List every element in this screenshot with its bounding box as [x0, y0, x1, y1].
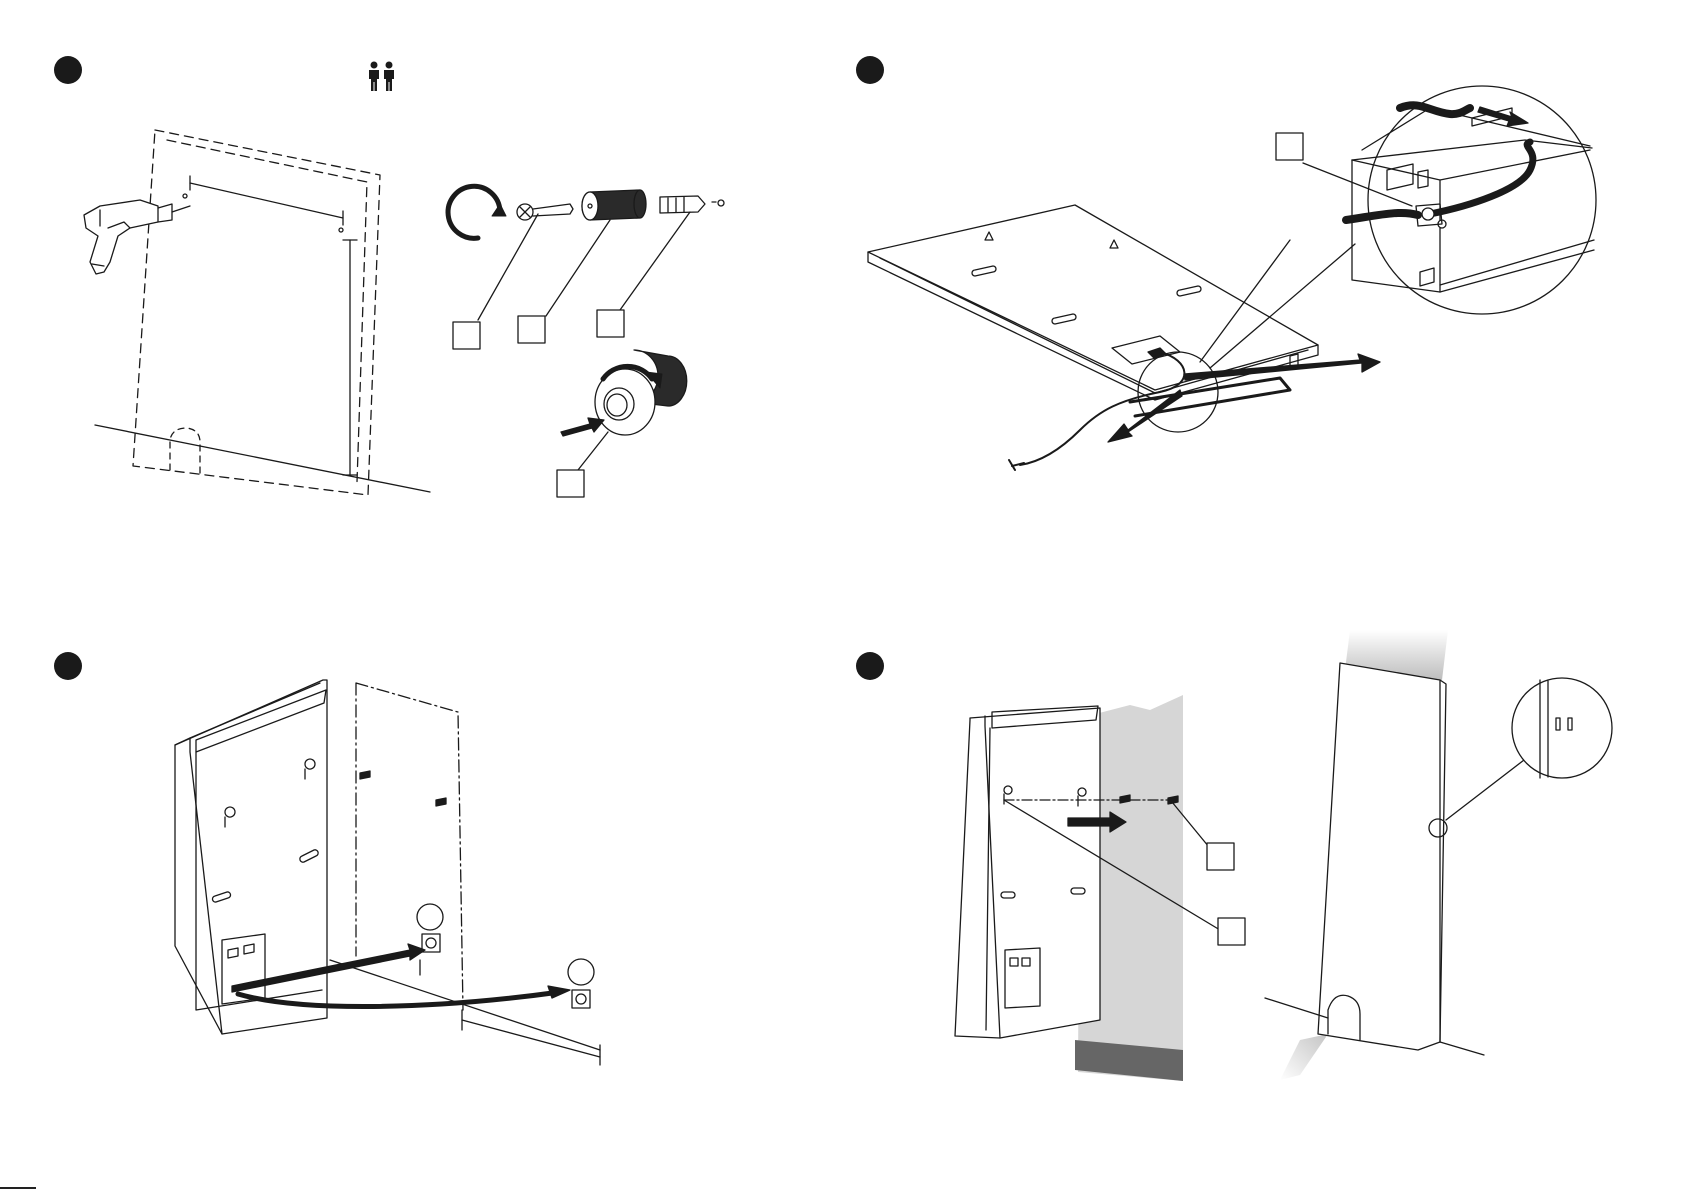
- collar-assembly: [595, 350, 687, 435]
- wall-hook-right: [436, 798, 446, 806]
- pull-arrow-left: [1108, 390, 1182, 442]
- mirror-back-panel: [955, 706, 1100, 1038]
- floor-line: [1265, 998, 1328, 1018]
- screw-icon: [517, 204, 573, 220]
- panel-step-2: [856, 56, 1596, 470]
- mirror-back-panel: [175, 680, 327, 1034]
- panel-step-3: [54, 652, 600, 1065]
- mirror-inner-dashed: [167, 140, 367, 482]
- step-badge-2: [856, 56, 884, 84]
- step-badge-4: [856, 652, 884, 680]
- drill-icon: [84, 200, 190, 274]
- callout-box-screw: [453, 322, 480, 349]
- drill-mark-left: [183, 194, 187, 198]
- wall-hook-left: [360, 771, 370, 779]
- dimension-socket-distance: [462, 1020, 600, 1057]
- mounted-mirror: [1265, 663, 1524, 1055]
- callout-box-hook: [1207, 843, 1234, 870]
- callout-box-sleeve: [518, 316, 545, 343]
- socket-icon: [568, 959, 594, 1008]
- panel-step-1: [54, 56, 724, 497]
- dimension-width-line: [190, 183, 343, 218]
- drill-mark-right: [339, 228, 343, 232]
- wall-hook: [1120, 795, 1130, 803]
- step-badge-3: [54, 652, 82, 680]
- rotate-arrow-icon: [448, 186, 506, 238]
- sleeve-icon: [582, 190, 646, 220]
- magnifier-callout-icon: [1512, 678, 1612, 778]
- footer-rule: [0, 1187, 36, 1189]
- panel-step-4: [856, 630, 1612, 1081]
- floor-line: [95, 425, 430, 492]
- step-badge-1: [54, 56, 82, 84]
- push-arrow-icon: [561, 418, 604, 436]
- callout-box-collar: [557, 470, 584, 497]
- wall-plug-icon: [660, 196, 724, 213]
- magnifier-callout-icon: [1346, 86, 1596, 314]
- callout-box-plug: [597, 310, 624, 337]
- floor-light-shade: [1280, 1034, 1328, 1080]
- outlet-arch-dashed: [170, 428, 200, 475]
- callout-box-clip: [1276, 133, 1303, 160]
- socket-icon: [417, 904, 443, 952]
- two-person-icon: [369, 62, 394, 92]
- callout-box-keyhole: [1218, 918, 1245, 945]
